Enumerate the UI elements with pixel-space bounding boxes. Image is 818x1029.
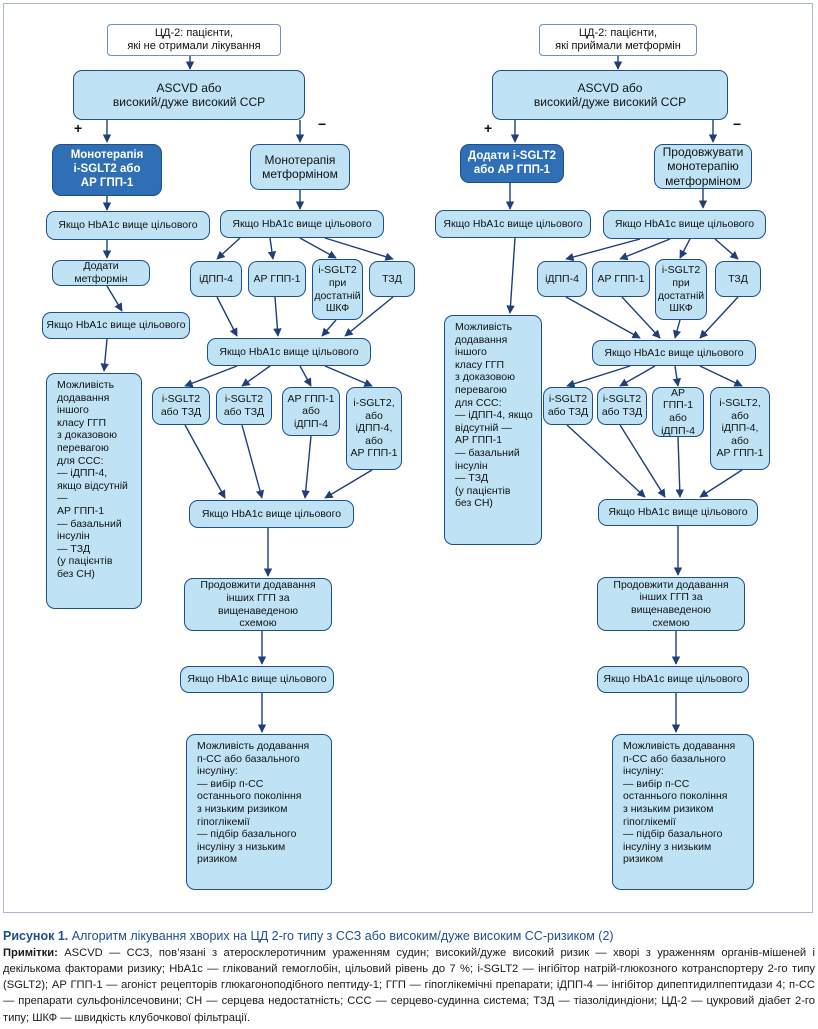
right-possibility-box: Можливість додавання іншого класу ГГП з …: [444, 315, 542, 545]
arrow-l-r1-opt1: [216, 237, 241, 260]
right-hba1c-above-target-1: Якщо HbA1c вище цільового: [435, 210, 591, 238]
arrow-r-c3-r3: [675, 436, 684, 498]
right-combo-sglt2-tzd-2: i-SGLT2 або ТЗД: [597, 387, 647, 425]
arrow-l-r2-c1: [184, 365, 238, 388]
left-monotherapy-metformin-box: Монотерапія метформіном: [250, 144, 350, 190]
right-hba1c-row-3: Якщо HbA1c вище цільового: [598, 499, 758, 526]
figure-title-line: Рисунок 1. Алгоритм лікування хворих на …: [3, 927, 815, 945]
left-combo-sglt2-tzd-1: i-SGLT2 або ТЗД: [152, 387, 210, 425]
arrow-r-r2-c4: [699, 365, 743, 387]
arrow-r-c4-r3: [699, 469, 743, 498]
right-add-sglt2-box: Додати i-SGLT2 або АР ГПП-1: [460, 144, 564, 183]
right-hba1c-row-2: Якщо HbA1c вище цільового: [592, 340, 756, 366]
arrow-r-c2-r3: [619, 424, 666, 498]
left-add-metformin-box: Додати метформін: [52, 260, 150, 286]
left-hba1c-above-target-1: Якщо HbA1c вище цільового: [46, 211, 210, 240]
right-hba1c-row-1: Якщо HbA1c вище цільового: [603, 210, 766, 239]
arrow-r-r1-opt3: [679, 238, 691, 259]
left-combo-glp1-dpp4: АР ГПП-1 або іДПП-4: [282, 387, 340, 436]
notes-label: Примітки:: [3, 947, 58, 959]
arrow-l-opt4-r2: [344, 296, 394, 337]
arrow-r-r1-opt2: [619, 238, 671, 261]
arrow-r-opt4-r2: [699, 296, 739, 339]
left-hba1c-above-target-2: Якщо HbA1c вище цільового: [42, 312, 190, 339]
left-plus-sign: +: [74, 120, 83, 136]
left-combo-sglt2-dpp4-glp1: i-SGLT2, або іДПП-4, або АР ГПП-1: [346, 387, 402, 470]
right-patients-metformin: ЦД-2: пацієнти, які приймали метформін: [539, 24, 697, 56]
right-option-glp1: АР ГПП-1: [592, 261, 650, 297]
arrow-l-r1-opt3: [299, 237, 337, 259]
arrow-r-r2-c3: [672, 365, 682, 387]
left-option-sglt2-gfr: i-SGLT2 при достатній ШКФ: [312, 259, 363, 320]
arrow-r-hba1c-poss: [506, 237, 516, 314]
arrow-l-r1-opt2: [267, 237, 277, 260]
right-hba1c-row-4: Якщо HbA1c вище цільового: [597, 666, 749, 693]
left-option-glp1: АР ГПП-1: [248, 261, 306, 297]
left-minus-sign: −: [318, 116, 327, 132]
left-hba1c-row-4: Якщо HbA1c вище цільового: [180, 666, 334, 693]
arrows-layer: [100, 56, 743, 733]
arrow-r-r2-c2: [619, 365, 656, 387]
left-combo-sglt2-tzd-2: i-SGLT2 або ТЗД: [216, 387, 272, 425]
left-option-dpp4: іДПП-4: [190, 261, 242, 297]
right-minus-sign: −: [733, 116, 742, 132]
right-combo-sglt2-tzd-1: i-SGLT2 або ТЗД: [543, 387, 593, 425]
arrow-l-c4-r3: [324, 469, 373, 499]
arrow-l-r2-c3: [299, 365, 312, 387]
arrow-l-opt1-r2: [216, 296, 238, 337]
right-continue-box: Продовжити додавання інших ГГП за вищена…: [597, 577, 745, 631]
right-ascvd-box: ASCVD або високий/дуже високий ССР: [492, 70, 728, 120]
arrow-l-addmet-hba1c2: [106, 285, 123, 312]
arrow-l-opt2-r2: [273, 296, 282, 337]
arrow-r-opt2-r2: [621, 296, 661, 339]
right-option-sglt2-gfr: i-SGLT2 при достатній ШКФ: [655, 259, 707, 320]
figure-title: Алгоритм лікування хворих на ЦД 2-го тип…: [71, 929, 614, 943]
right-continue-metformin-box: Продовжувати монотерапію метформіном: [654, 144, 752, 189]
arrow-r-opt3-r2: [672, 319, 682, 339]
diagram-frame: [3, 3, 813, 913]
left-final-possibility-box: Можливість додавання п-СС або базального…: [186, 734, 332, 890]
left-continue-box: Продовжити додавання інших ГГП за вищена…: [184, 578, 332, 631]
arrow-l-c2-r3: [241, 424, 265, 499]
arrow-l-r1-opt4: [324, 237, 394, 261]
arrow-r-opt1-r2: [565, 296, 641, 339]
left-hba1c-row-3: Якщо HbA1c вище цільового: [189, 500, 354, 528]
right-option-tzd: ТЗД: [715, 261, 761, 297]
arrow-l-r2-c4: [324, 365, 373, 387]
figure-caption: Рисунок 1. Алгоритм лікування хворих на …: [3, 927, 815, 1026]
left-hba1c-row-1: Якщо HbA1c вище цільового: [220, 210, 384, 238]
left-patients-untreated: ЦД-2: пацієнти, які не отримали лікуванн…: [107, 24, 281, 56]
flowchart: ЦД-2: пацієнти, які не отримали лікуванн…: [3, 3, 813, 913]
arrow-l-opt3-r2: [321, 319, 337, 337]
arrow-r-r2-c1: [566, 365, 631, 388]
arrow-l-hba1c2-poss: [100, 338, 109, 372]
arrow-l-r2-c2: [241, 365, 271, 387]
arrow-r-c1-r3: [566, 424, 646, 498]
arrow-r-r1-opt4: [714, 238, 739, 260]
arrow-l-c1-r3: [184, 424, 226, 499]
notes-text: ASCVD — ССЗ, пов’язані з атеросклеротичн…: [3, 947, 816, 1024]
left-option-tzd: ТЗД: [369, 261, 415, 297]
right-option-dpp4: іДПП-4: [537, 261, 587, 297]
right-combo-sglt2-dpp4-glp1: i-SGLT2, або іДПП-4, або АР ГПП-1: [710, 387, 770, 470]
left-possibility-box: Можливість додавання іншого класу ГГП з …: [46, 373, 142, 609]
right-final-possibility-box: Можливість додавання п-СС або базального…: [612, 734, 754, 890]
left-monotherapy-sglt2-box: Монотерапія i-SGLT2 або АР ГПП-1: [52, 144, 162, 196]
arrow-r-r1-opt1: [565, 238, 641, 262]
right-combo-glp1-dpp4: АР ГПП-1 або іДПП-4: [652, 387, 704, 437]
figure-notes: Примітки: ASCVD — ССЗ, пов’язані з атеро…: [3, 945, 815, 1026]
right-plus-sign: +: [484, 120, 493, 136]
left-ascvd-box: ASCVD або високий/дуже високий ССР: [73, 70, 305, 120]
figure-label: Рисунок 1.: [3, 929, 69, 943]
left-hba1c-row-2: Якщо HbA1c вище цільового: [207, 338, 371, 366]
arrow-l-c3-r3: [301, 435, 312, 499]
